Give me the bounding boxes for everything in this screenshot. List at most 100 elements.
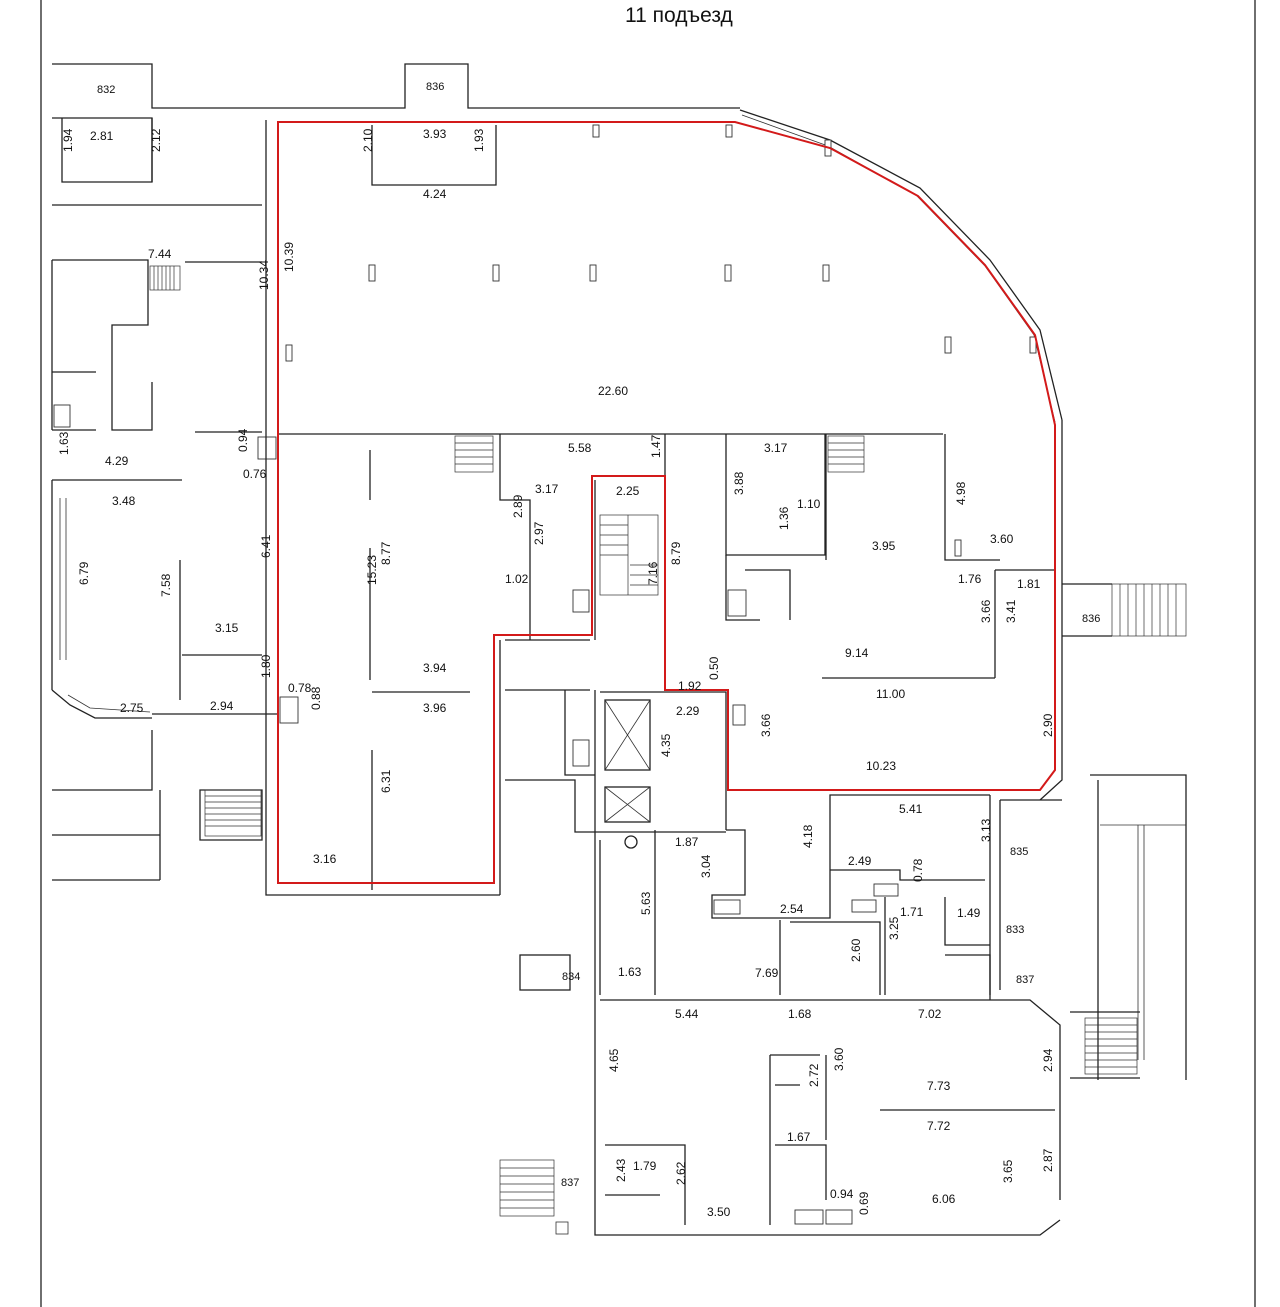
dimension-label-d-176: 1.76 xyxy=(958,572,982,586)
dimension-label-d-366b: 3.66 xyxy=(759,713,773,737)
dimension-label-d-498: 4.98 xyxy=(954,481,968,505)
dimension-label-d-315: 3.15 xyxy=(215,621,239,635)
dimension-label-d-348: 3.48 xyxy=(112,494,136,508)
dimension-label-d-395: 3.95 xyxy=(872,539,896,553)
dimension-label-d-194: 1.94 xyxy=(61,128,75,152)
dimension-label-d-287: 2.87 xyxy=(1041,1148,1055,1172)
dimension-label-d-544: 5.44 xyxy=(675,1007,699,1021)
dimension-label-d-429: 4.29 xyxy=(105,454,129,468)
dimension-label-d-180: 1.80 xyxy=(259,654,273,678)
dimension-label-d-465: 4.65 xyxy=(607,1048,621,1072)
dimension-label-d-290: 2.90 xyxy=(1041,713,1055,737)
dimension-label-d-243: 2.43 xyxy=(614,1158,628,1182)
dimension-label-d-294: 2.94 xyxy=(210,699,234,713)
dimension-label-d-2260: 22.60 xyxy=(598,384,628,398)
lower-walls xyxy=(594,774,1187,1236)
dimension-label-d-254: 2.54 xyxy=(780,902,804,916)
dimension-label-d-716: 7.16 xyxy=(646,561,660,585)
dimension-label-d-294b: 2.94 xyxy=(1041,1048,1055,1072)
dimension-label-d-167: 1.67 xyxy=(787,1130,811,1144)
unit-outline xyxy=(277,121,1056,884)
dimension-label-d-418: 4.18 xyxy=(801,824,815,848)
dimension-label-d-181: 1.81 xyxy=(1017,577,1041,591)
dimension-label-d-187: 1.87 xyxy=(675,835,699,849)
dimension-label-d-179: 1.79 xyxy=(633,1159,657,1173)
dimension-label-d-631: 6.31 xyxy=(379,769,393,793)
bottom-left-stairs xyxy=(499,954,571,1235)
dimension-label-d-289: 2.89 xyxy=(511,494,525,518)
dimension-label-d-275: 2.75 xyxy=(120,701,144,715)
dimension-label-d-350: 3.50 xyxy=(707,1205,731,1219)
dimension-label-d-136: 1.36 xyxy=(777,506,791,530)
dimension-label-d-069: 0.69 xyxy=(857,1191,871,1215)
dimension-label-d-832: 832 xyxy=(97,84,115,96)
dimension-label-d-836-top: 836 xyxy=(426,81,444,93)
dimension-label-d-679: 6.79 xyxy=(77,561,91,585)
dimension-label-d-837b: 837 xyxy=(561,1177,579,1189)
dimension-label-d-313: 3.13 xyxy=(979,818,993,842)
dimension-label-d-833: 833 xyxy=(1006,924,1024,936)
dimension-label-d-834: 834 xyxy=(562,971,580,983)
dimension-label-d-163a: 1.63 xyxy=(57,431,71,455)
dimension-label-d-262: 2.62 xyxy=(674,1161,688,1185)
dimension-label-d-225: 2.25 xyxy=(616,484,640,498)
dimension-label-d-769: 7.69 xyxy=(755,966,779,980)
dimension-label-d-1034: 10.34 xyxy=(257,260,271,290)
dimension-label-d-365: 3.65 xyxy=(1001,1159,1015,1183)
dimension-label-d-272: 2.72 xyxy=(807,1063,821,1087)
dimension-label-d-317a: 3.17 xyxy=(764,441,788,455)
dimension-label-d-341: 3.41 xyxy=(1004,599,1018,623)
dimension-label-d-914: 9.14 xyxy=(845,646,869,660)
dimension-label-d-171: 1.71 xyxy=(900,905,924,919)
dimension-label-d-563: 5.63 xyxy=(639,891,653,915)
dimension-label-d-094: 0.94 xyxy=(236,428,250,452)
dimension-label-d-435: 4.35 xyxy=(659,733,673,757)
dimension-label-d-102: 1.02 xyxy=(505,572,529,586)
dimension-label-d-772: 7.72 xyxy=(927,1119,951,1133)
elevator-1 xyxy=(604,699,651,771)
dimension-label-d-837a: 837 xyxy=(1016,974,1034,986)
dimension-label-d-168: 1.68 xyxy=(788,1007,812,1021)
left-wc-fixtures xyxy=(53,404,299,724)
elevator-2 xyxy=(604,786,651,823)
stairs-hall-2 xyxy=(827,435,865,473)
central-stairs xyxy=(599,514,659,596)
dimension-label-d-260: 2.60 xyxy=(849,938,863,962)
dimension-label-d-078b: 0.78 xyxy=(911,858,925,882)
dimension-label-d-229: 2.29 xyxy=(676,704,700,718)
dimension-label-d-281: 2.81 xyxy=(90,129,114,143)
dimension-label-d-758: 7.58 xyxy=(159,573,173,597)
dimension-label-d-641: 6.41 xyxy=(259,534,273,558)
dimension-label-d-076: 0.76 xyxy=(243,467,267,481)
right-stairs xyxy=(1062,583,1187,637)
dimension-label-d-836-right: 836 xyxy=(1082,613,1100,625)
dimension-label-d-424: 4.24 xyxy=(423,187,447,201)
dimension-label-d-088: 0.88 xyxy=(309,686,323,710)
dimension-label-d-773: 7.73 xyxy=(927,1079,951,1093)
dimension-label-d-879: 8.79 xyxy=(669,541,683,565)
dimension-label-d-558: 5.58 xyxy=(568,441,592,455)
dimension-label-d-1523: 15.23 xyxy=(365,555,379,585)
left-stairs-lower xyxy=(204,789,262,837)
left-stairs-upper xyxy=(149,265,181,291)
dimension-label-d-163b: 1.63 xyxy=(618,965,642,979)
dimension-label-d-744: 7.44 xyxy=(148,247,172,261)
dimension-label-d-212: 2.12 xyxy=(149,128,163,152)
dimension-label-d-297: 2.97 xyxy=(532,521,546,545)
dimension-label-d-606: 6.06 xyxy=(932,1192,956,1206)
dimension-label-d-1023: 10.23 xyxy=(866,759,896,773)
dimension-label-d-094b: 0.94 xyxy=(830,1187,854,1201)
stairs-hall-1 xyxy=(454,435,494,473)
dimension-label-d-1100: 11.00 xyxy=(876,687,905,701)
dimension-label-d-396: 3.96 xyxy=(423,701,447,715)
dimension-label-d-193: 1.93 xyxy=(472,128,486,152)
dimension-label-d-325: 3.25 xyxy=(887,916,901,940)
dimension-label-d-360: 3.60 xyxy=(990,532,1014,546)
dimension-label-d-147: 1.47 xyxy=(649,434,663,458)
dimension-label-d-1039: 10.39 xyxy=(282,242,296,272)
dimension-label-d-149: 1.49 xyxy=(957,906,981,920)
right-lower-stairs xyxy=(1084,1017,1138,1075)
dimension-label-d-110: 1.10 xyxy=(797,497,821,511)
